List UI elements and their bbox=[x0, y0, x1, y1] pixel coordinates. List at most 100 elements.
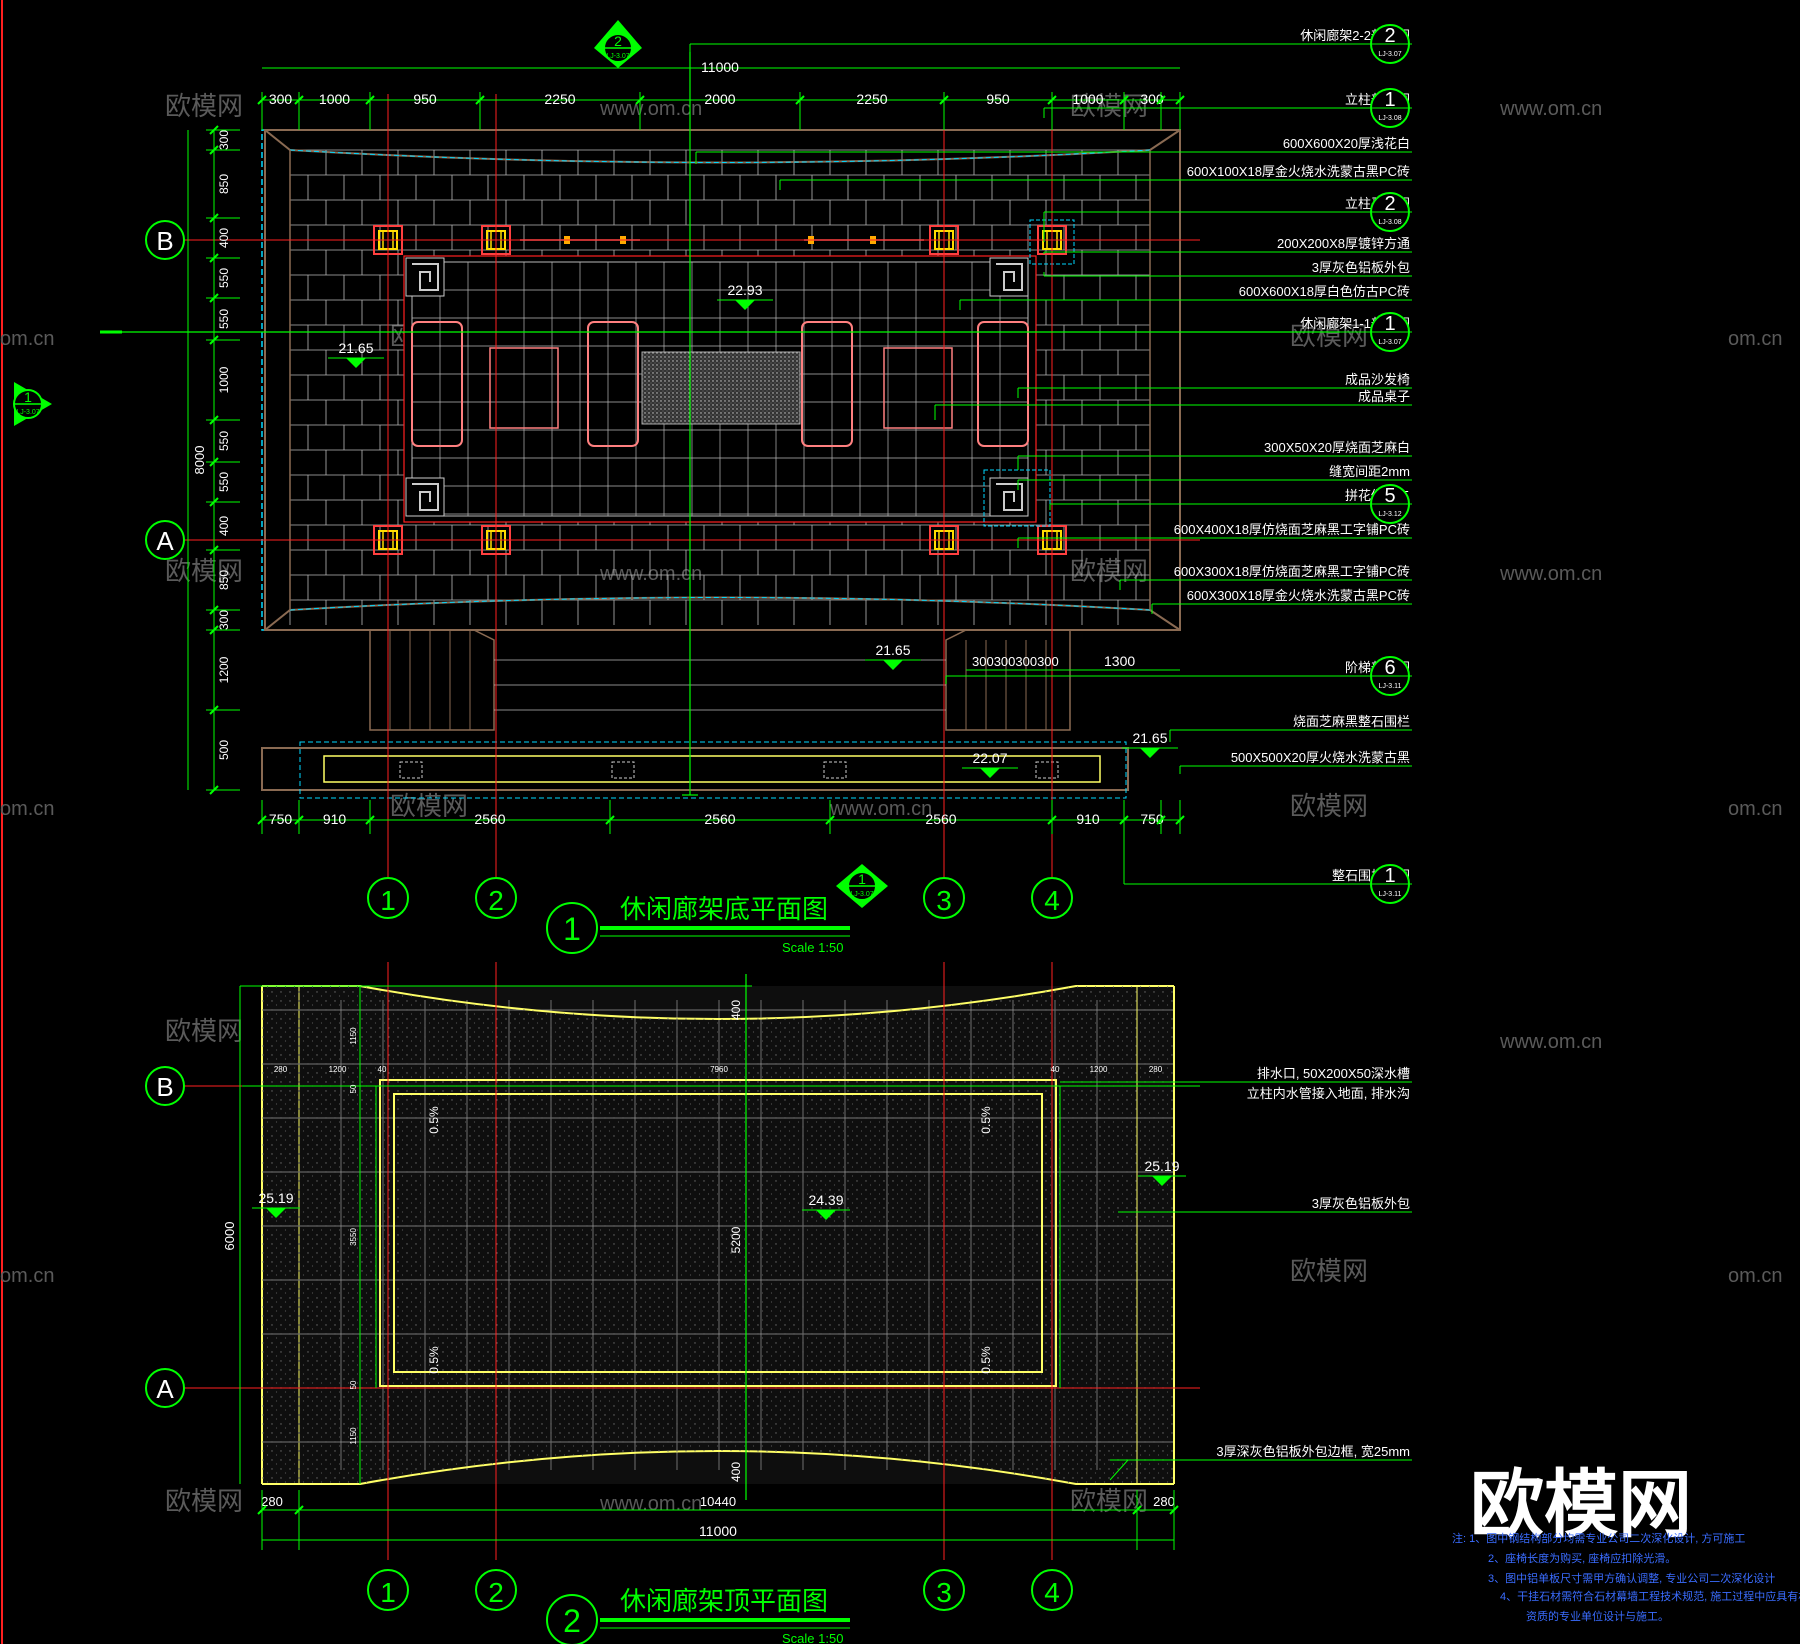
callout-num: 2 bbox=[1384, 193, 1395, 215]
railing-post bbox=[823, 761, 847, 779]
axis-bubble: 3 bbox=[923, 877, 965, 919]
sofa bbox=[977, 321, 1029, 447]
callout: 拼花做样二5LJ-3.12 bbox=[1049, 484, 1412, 524]
callout: 600X600X18厚白色仿古PC砖 bbox=[959, 284, 1412, 310]
dim-text: 550 bbox=[217, 431, 231, 451]
callout-text: 600X100X18厚金火烧水洗蒙古黑PC砖 bbox=[1187, 164, 1410, 179]
callout-sheet: LJ-3.11 bbox=[1379, 891, 1402, 898]
sofa bbox=[801, 321, 853, 447]
dim-text: 280 bbox=[261, 1494, 283, 1509]
dim-text: 550 bbox=[217, 309, 231, 329]
callout: 排水口, 50X200X50深水槽 bbox=[1060, 1066, 1412, 1083]
callout-num: 1 bbox=[1384, 313, 1395, 335]
dim-text: 950 bbox=[413, 91, 437, 107]
callout: 3厚深灰色铝板外包边框, 宽25mm bbox=[1110, 1444, 1412, 1461]
axis-bubble: 4 bbox=[1031, 1569, 1073, 1611]
svg-text:2: 2 bbox=[563, 1603, 581, 1639]
dim-text: 400 bbox=[729, 1462, 743, 1482]
plan-1-title-block: 1 休闲廊架底平面图 Scale 1:50 bbox=[546, 894, 850, 955]
axis-label: 1 bbox=[380, 1577, 396, 1608]
callout-num: 1 bbox=[1384, 89, 1395, 111]
dim-text: 50 bbox=[349, 1084, 358, 1093]
dim-text: 750 bbox=[1140, 811, 1164, 827]
callout-text: 排水口, 50X200X50深水槽 bbox=[1257, 1066, 1410, 1081]
callout-text: 600X400X18厚仿烧面芝麻黑工字铺PC砖 bbox=[1174, 522, 1410, 537]
dim-text: 500 bbox=[217, 740, 231, 760]
level-value: 24.39 bbox=[808, 1192, 843, 1208]
furniture bbox=[411, 321, 1029, 447]
watermark-url: www.om.cn bbox=[829, 798, 932, 820]
watermark-logo: 欧模网 bbox=[1290, 1256, 1368, 1286]
dim-text: 1000 bbox=[1072, 91, 1103, 107]
dim-text: 300 bbox=[269, 91, 293, 107]
svg-text:LJ-3.07: LJ-3.07 bbox=[606, 53, 629, 60]
callout-text: 立柱内水管接入地面, 排水沟 bbox=[1247, 1086, 1410, 1101]
watermark-logo: 欧模网 bbox=[1070, 91, 1148, 121]
slope-text: 0.5% bbox=[427, 1346, 441, 1374]
callout: 600X300X18厚金火烧水洗蒙古黑PC砖 bbox=[1151, 588, 1412, 614]
callout-text: 200X200X8厚镀锌方通 bbox=[1277, 236, 1410, 251]
watermark-logo: 欧模网 bbox=[1070, 556, 1148, 586]
table bbox=[883, 347, 953, 429]
callout-text: 烧面芝麻黑整石围栏 bbox=[1293, 714, 1410, 729]
dim-total: 6000 bbox=[222, 1222, 237, 1251]
callout-text: 600X300X18厚仿烧面芝麻黑工字铺PC砖 bbox=[1174, 564, 1410, 579]
callout: 成品沙发椅 bbox=[1017, 372, 1412, 398]
axis-label: 1 bbox=[380, 885, 396, 916]
callout: 600X300X18厚仿烧面芝麻黑工字铺PC砖 bbox=[1119, 564, 1412, 590]
dim-text: 1300 bbox=[1104, 653, 1135, 669]
slope-text: 0.5% bbox=[427, 1106, 441, 1134]
dim-text: 5200 bbox=[729, 1226, 743, 1253]
callout-text: 600X600X20厚浅花白 bbox=[1283, 136, 1410, 151]
dim-text: 2560 bbox=[704, 811, 735, 827]
watermark-url: om.cn bbox=[0, 328, 54, 350]
axis-bubble: 1 bbox=[367, 877, 409, 919]
callout-sheet: LJ-3.08 bbox=[1378, 115, 1401, 122]
watermark-logo: 欧模网 bbox=[1290, 321, 1368, 351]
dim-text: 40 bbox=[378, 1065, 387, 1074]
dim-text: 2250 bbox=[856, 91, 887, 107]
watermark-url: om.cn bbox=[1728, 328, 1782, 350]
svg-text:1: 1 bbox=[858, 871, 866, 887]
watermark-url: www.om.cn bbox=[1499, 563, 1602, 585]
axis-label: 3 bbox=[936, 1577, 952, 1608]
callout-text: 成品桌子 bbox=[1358, 389, 1410, 404]
callout: 600X400X18厚仿烧面芝麻黑工字铺PC砖 bbox=[1017, 522, 1412, 548]
callout: 阶梯剖面图6LJ-3.11 bbox=[945, 656, 1412, 696]
stairs bbox=[369, 629, 1071, 731]
level-marker: 21.65 bbox=[1122, 730, 1178, 758]
dim-text: 850 bbox=[217, 570, 231, 590]
callout-text: 成品沙发椅 bbox=[1345, 372, 1410, 387]
section-marker-bottom: 1 LJ-3.07 bbox=[836, 864, 888, 908]
dim-text: 1000 bbox=[319, 91, 350, 107]
svg-text:Scale 1:50: Scale 1:50 bbox=[782, 1631, 843, 1644]
dim-text: 950 bbox=[986, 91, 1010, 107]
level-marker: 21.65 bbox=[865, 642, 921, 670]
axis-bubble: B bbox=[145, 1066, 185, 1106]
dim-text: 550 bbox=[217, 472, 231, 492]
dim-text: 3550 bbox=[349, 1228, 358, 1246]
watermark-url: om.cn bbox=[0, 798, 54, 820]
watermark-url: om.cn bbox=[1728, 1265, 1782, 1287]
slope-text: 0.5% bbox=[979, 1346, 993, 1374]
dim-text: 1000 bbox=[217, 366, 231, 393]
fret bbox=[989, 257, 1029, 297]
railing-post bbox=[1035, 761, 1059, 779]
callout-num: 5 bbox=[1384, 485, 1395, 507]
svg-text:注: 1、图中钢结构部分均需专业公司二次深化设计, 方可施工: 注: 1、图中钢结构部分均需专业公司二次深化设计, 方可施工 bbox=[1452, 1531, 1745, 1545]
dim-text: 400 bbox=[217, 516, 231, 536]
callout: 立柱平面图2LJ-3.08 bbox=[1043, 192, 1412, 242]
watermark-logo: 欧模网 bbox=[165, 1486, 243, 1516]
railing-post bbox=[399, 761, 423, 779]
level-value: 25.19 bbox=[258, 1190, 293, 1206]
sofa bbox=[587, 321, 639, 447]
axis-bubble: B bbox=[145, 220, 185, 260]
axis-label: B bbox=[156, 1072, 173, 1102]
